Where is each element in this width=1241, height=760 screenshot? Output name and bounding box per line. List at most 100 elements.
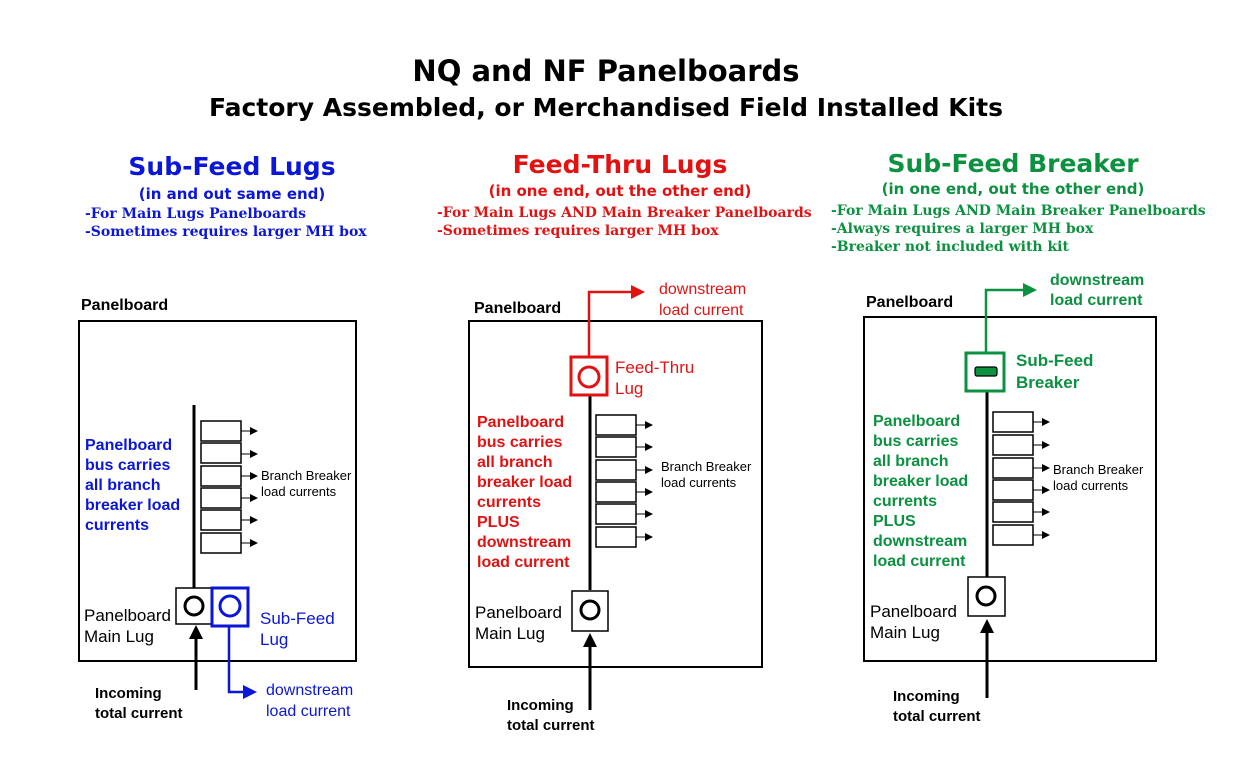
incoming-label-line: total current bbox=[95, 705, 183, 722]
panel-label: Panelboard bbox=[866, 294, 954, 311]
main-lug-label: Panelboard Main Lug bbox=[870, 601, 957, 643]
device-label-line: Sub-Feed bbox=[260, 609, 335, 628]
main-lug-label-line: Main Lug bbox=[870, 623, 940, 642]
downstream-label-line: load current bbox=[1050, 292, 1143, 309]
downstream-label-line: downstream bbox=[659, 281, 747, 298]
branch-breaker-label: Branch Breaker load currents bbox=[661, 459, 751, 491]
branch-breakers bbox=[595, 414, 637, 548]
note-line: -Breaker not included with kit bbox=[831, 239, 1069, 255]
branch-label-line: load currents bbox=[261, 484, 337, 499]
bus-text-line: bus carries bbox=[85, 457, 171, 474]
branch-label-line: Branch Breaker bbox=[261, 468, 352, 483]
main-lug bbox=[967, 576, 1006, 617]
subfeed-breaker-panel bbox=[863, 316, 1157, 662]
downstream-arrow bbox=[227, 626, 257, 699]
panel-label: Panelboard bbox=[81, 297, 169, 314]
device-label-line: Feed-Thru bbox=[615, 358, 695, 377]
subfeed-lug bbox=[210, 586, 250, 628]
subfeed-breaker-notes: -For Main Lugs AND Main Breaker Panelboa… bbox=[831, 202, 1206, 256]
downstream-label-line: downstream bbox=[266, 682, 354, 699]
branch-arrows bbox=[1033, 418, 1050, 539]
bus-text-line: all branch bbox=[873, 453, 949, 470]
incoming-label-line: Incoming bbox=[893, 688, 960, 705]
bus-text-line: breaker load bbox=[85, 497, 181, 514]
bus-description: Panelboard bus carries all branch breake… bbox=[85, 436, 180, 536]
downstream-arrow bbox=[984, 283, 1037, 353]
branch-label-line: load currents bbox=[1053, 478, 1129, 493]
downstream-label: downstream load current bbox=[266, 680, 353, 722]
feedthru-lugs-notes: -For Main Lugs AND Main Breaker Panelboa… bbox=[437, 204, 812, 240]
incoming-label: Incoming total current bbox=[893, 687, 981, 727]
main-lug-label-line: Panelboard bbox=[475, 603, 562, 622]
subfeed-breaker bbox=[964, 351, 1006, 393]
incoming-label-line: total current bbox=[893, 708, 981, 725]
downstream-label-line: load current bbox=[659, 302, 744, 319]
note-line: -Sometimes requires larger MH box bbox=[85, 224, 367, 240]
note-line: -Always requires a larger MH box bbox=[831, 221, 1094, 237]
note-line: -For Main Lugs AND Main Breaker Panelboa… bbox=[831, 203, 1206, 219]
branch-breakers bbox=[200, 420, 242, 554]
bus-text-line: Panelboard bbox=[477, 414, 565, 431]
branch-label-line: Branch Breaker bbox=[1053, 462, 1144, 477]
main-lug-label-line: Main Lug bbox=[475, 624, 545, 643]
subfeed-lugs-notes: -For Main Lugs Panelboards -Sometimes re… bbox=[85, 205, 367, 241]
bus-text-line: load current bbox=[873, 553, 966, 570]
bus-text-line: downstream bbox=[477, 534, 572, 551]
bus-text-line: currents bbox=[477, 494, 542, 511]
bus-text-line: bus carries bbox=[873, 433, 959, 450]
feedthru-lug-label: Feed-Thru Lug bbox=[615, 357, 694, 399]
downstream-label-line: downstream bbox=[1050, 272, 1145, 289]
page-subtitle: Factory Assembled, or Merchandised Field… bbox=[209, 93, 1003, 122]
subfeed-lugs-subtitle: (in and out same end) bbox=[138, 185, 326, 203]
subfeed-lugs-title: Sub-Feed Lugs bbox=[128, 152, 336, 181]
incoming-label: Incoming total current bbox=[507, 696, 595, 736]
main-lug-label: Panelboard Main Lug bbox=[475, 602, 562, 644]
note-line: -For Main Lugs AND Main Breaker Panelboa… bbox=[437, 205, 812, 221]
bus-description: Panelboard bus carries all branch breake… bbox=[873, 412, 968, 572]
note-line: -Sometimes requires larger MH box bbox=[437, 223, 719, 239]
feedthru-lugs-subtitle: (in one end, out the other end) bbox=[488, 182, 752, 200]
bus-text-line: currents bbox=[873, 493, 938, 510]
bus-text-line: Panelboard bbox=[873, 413, 961, 430]
device-label-line: Lug bbox=[260, 630, 289, 649]
subfeed-lugs-panel bbox=[78, 320, 357, 662]
note-line: -For Main Lugs Panelboards bbox=[85, 206, 306, 222]
downstream-label: downstream load current bbox=[1050, 271, 1144, 311]
incoming-label-line: Incoming bbox=[507, 697, 574, 714]
bus-text-line: PLUS bbox=[873, 513, 916, 530]
main-lug-label-line: Main Lug bbox=[84, 627, 154, 646]
branch-arrows bbox=[636, 421, 653, 541]
downstream-arrow bbox=[587, 285, 645, 357]
bus-text-line: downstream bbox=[873, 533, 968, 550]
subfeed-breaker-title: Sub-Feed Breaker bbox=[887, 149, 1139, 178]
subfeed-lug-label: Sub-Feed Lug bbox=[260, 608, 335, 650]
device-label-line: Breaker bbox=[1016, 373, 1080, 392]
bus-text-line: breaker load bbox=[477, 474, 573, 491]
bus-description: Panelboard bus carries all branch breake… bbox=[477, 413, 572, 573]
branch-label-line: load currents bbox=[661, 475, 737, 490]
bus-text-line: all branch bbox=[85, 477, 161, 494]
main-lug bbox=[571, 590, 609, 632]
subfeed-breaker-subtitle: (in one end, out the other end) bbox=[881, 180, 1145, 198]
bus-text-line: breaker load bbox=[873, 473, 969, 490]
device-label-line: Sub-Feed bbox=[1016, 351, 1094, 370]
branch-label-line: Branch Breaker bbox=[661, 459, 752, 474]
incoming-label-line: total current bbox=[507, 717, 595, 734]
downstream-label-line: load current bbox=[266, 703, 351, 720]
branch-arrows bbox=[241, 427, 258, 547]
device-label-line: Lug bbox=[615, 379, 644, 398]
page-title: NQ and NF Panelboards bbox=[412, 54, 800, 88]
feedthru-lugs-title: Feed-Thru Lugs bbox=[512, 150, 728, 179]
downstream-label: downstream load current bbox=[659, 279, 746, 321]
incoming-label-line: Incoming bbox=[95, 685, 162, 702]
bus-text-line: PLUS bbox=[477, 514, 520, 531]
incoming-label: Incoming total current bbox=[95, 684, 183, 724]
bus-text-line: Panelboard bbox=[85, 437, 173, 454]
bus-text-line: all branch bbox=[477, 454, 553, 471]
panel-label: Panelboard bbox=[474, 300, 562, 317]
main-lug-label: Panelboard Main Lug bbox=[84, 605, 171, 647]
main-lug-label-line: Panelboard bbox=[870, 602, 957, 621]
branch-breaker-label: Branch Breaker load currents bbox=[1053, 462, 1143, 494]
feedthru-lugs-panel bbox=[468, 320, 763, 668]
